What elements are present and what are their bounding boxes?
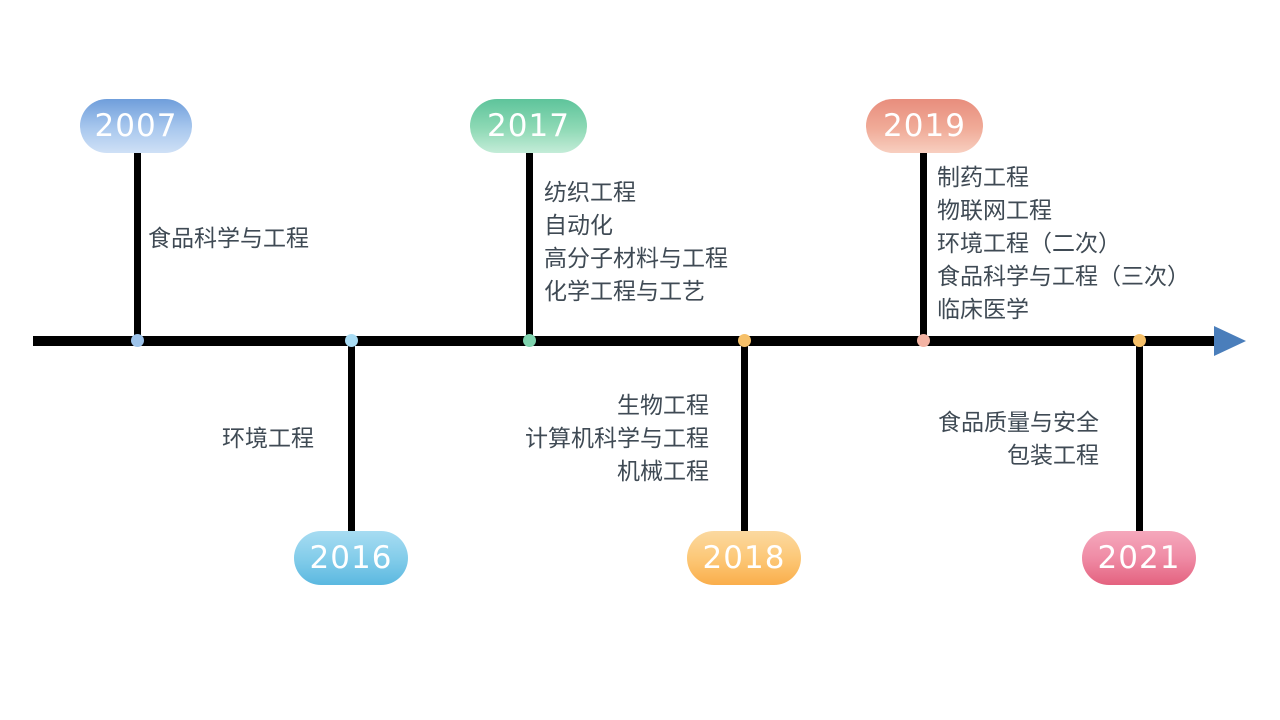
year-label-2021[interactable]: 2021 — [1082, 531, 1196, 585]
event-items-2021: 食品质量与安全包装工程 — [0, 407, 1099, 473]
event-item: 化学工程与工艺 — [544, 279, 705, 305]
connector-2016 — [348, 340, 355, 558]
year-label-2016[interactable]: 2016 — [294, 531, 408, 585]
event-item: 物联网工程 — [937, 198, 1052, 224]
axis-dot-2007 — [131, 334, 144, 347]
timeline-axis-line — [33, 336, 1218, 346]
axis-dot-2016 — [345, 334, 358, 347]
timeline-arrow-icon — [1214, 326, 1246, 356]
axis-dot-2019 — [917, 334, 930, 347]
event-item: 环境工程（二次） — [937, 231, 1121, 257]
event-item: 临床医学 — [937, 297, 1029, 323]
event-item: 机械工程 — [617, 459, 709, 485]
connector-2021 — [1136, 340, 1143, 558]
event-item: 包装工程 — [1007, 443, 1099, 469]
axis-dot-2018 — [738, 334, 751, 347]
connector-2019 — [920, 126, 927, 341]
event-item: 食品科学与工程 — [148, 226, 309, 252]
event-item: 高分子材料与工程 — [544, 246, 728, 272]
event-items-2019: 制药工程物联网工程环境工程（二次） 食品科学与工程（三次） 临床医学 — [937, 162, 1190, 327]
event-items-2017: 纺织工程自动化高分子材料与工程化学工程与工艺 — [544, 177, 728, 309]
event-item: 制药工程 — [937, 165, 1029, 191]
year-label-2018[interactable]: 2018 — [687, 531, 801, 585]
connector-2017 — [526, 126, 533, 341]
axis-dot-2017 — [523, 334, 536, 347]
event-items-2007: 食品科学与工程 — [148, 223, 309, 256]
year-label-2017[interactable]: 2017 — [470, 99, 587, 153]
event-item: 纺织工程 — [544, 180, 636, 206]
event-item: 自动化 — [544, 213, 613, 239]
event-item: 食品质量与安全 — [938, 410, 1099, 436]
event-item: 生物工程 — [617, 393, 709, 419]
connector-2007 — [134, 126, 141, 341]
year-label-2007[interactable]: 2007 — [80, 99, 192, 153]
event-item: 计算机科学与工程 — [525, 426, 709, 452]
connector-2018 — [741, 340, 748, 558]
axis-dot-2021 — [1133, 334, 1146, 347]
event-item: 食品科学与工程（三次） — [937, 264, 1190, 290]
event-items-2016: 环境工程 — [0, 423, 314, 456]
year-label-2019[interactable]: 2019 — [866, 99, 983, 153]
event-item: 环境工程 — [222, 426, 314, 452]
event-items-2018: 生物工程计算机科学与工程机械工程 — [0, 390, 709, 489]
